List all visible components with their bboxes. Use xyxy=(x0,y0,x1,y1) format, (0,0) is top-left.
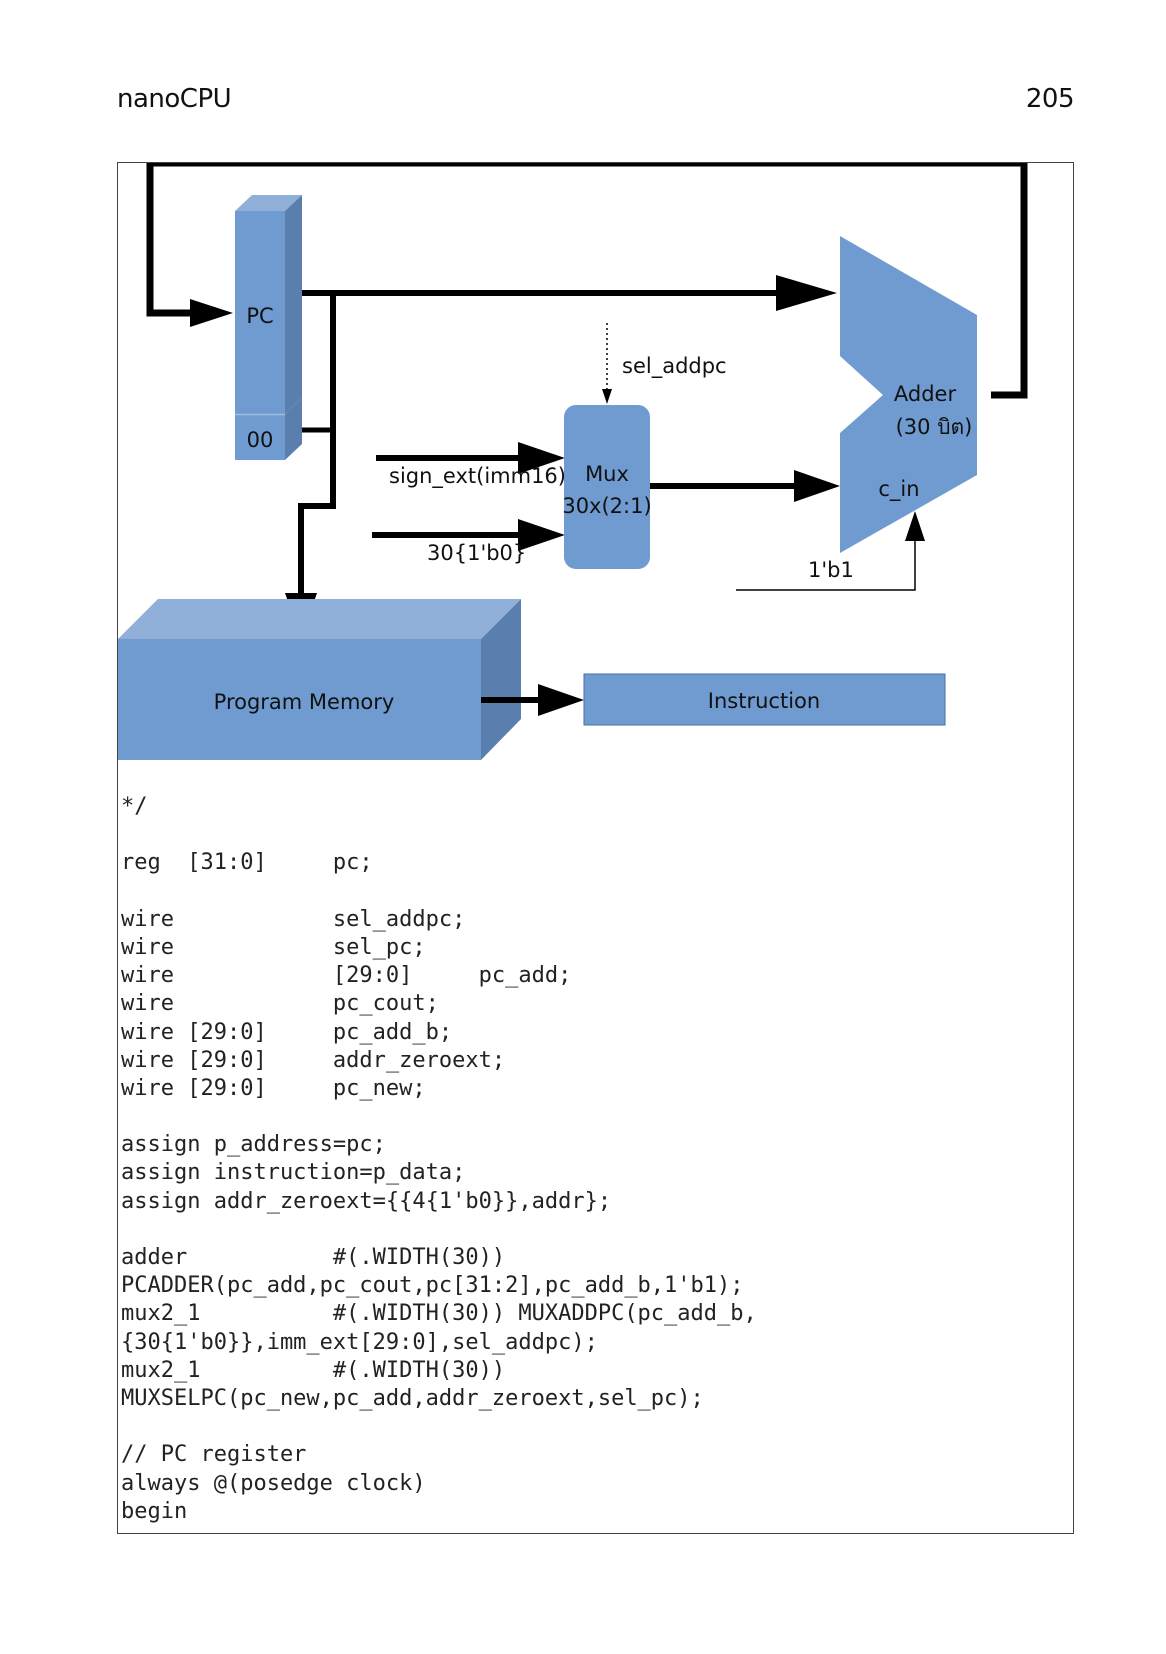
adder-width-label: (30 บิต) xyxy=(896,415,973,439)
code-line: wire [29:0] pc_add; xyxy=(121,963,572,989)
code-line: wire pc_cout; xyxy=(121,991,439,1017)
adder-a-arrowhead xyxy=(776,275,837,311)
page-number: 205 xyxy=(1025,84,1075,114)
pc-low-bits-label: 00 xyxy=(247,428,274,452)
code-line: adder #(.WIDTH(30)) xyxy=(121,1245,506,1270)
pc-register xyxy=(235,195,302,460)
code-line: wire [29:0] addr_zeroext; xyxy=(121,1047,506,1073)
zeros-input-label: 30{1'b0} xyxy=(427,541,526,565)
code-line: wire sel_addpc; xyxy=(121,906,466,932)
datapath-diagram: PC 00 sel_addpc sign_ext(imm16) 30{1'b0}… xyxy=(118,163,1028,760)
running-header-title: nanoCPU xyxy=(117,84,232,114)
verilog-code: */ reg [31:0] pc; wire sel_addpc;wire sel_… xyxy=(121,793,757,1526)
carry-in-label: 1'b1 xyxy=(808,558,854,582)
adder-label: Adder xyxy=(894,382,957,406)
sign-ext-label: sign_ext(imm16) xyxy=(389,464,566,489)
pc-label: PC xyxy=(246,304,273,328)
code-line: mux2_1 #(.WIDTH(30)) xyxy=(121,1357,506,1383)
code-line: // PC register xyxy=(121,1442,307,1468)
carry-in-arrowhead xyxy=(905,511,925,541)
code-line xyxy=(121,821,757,849)
instruction-label: Instruction xyxy=(708,689,820,713)
mux-size-label: 30x(2:1) xyxy=(562,494,651,518)
code-line xyxy=(121,1413,757,1441)
mux-label: Mux xyxy=(585,462,629,486)
code-line: {30{1'b0}},imm_ext[29:0],sel_addpc); xyxy=(121,1329,598,1355)
code-line: assign addr_zeroext={{4{1'b0}},addr}; xyxy=(121,1188,612,1214)
code-line: wire sel_pc; xyxy=(121,934,426,960)
sel-addpc-arrowhead xyxy=(602,389,612,404)
code-line xyxy=(121,1216,757,1244)
code-line: mux2_1 #(.WIDTH(30)) MUXADDPC(pc_add_b, xyxy=(121,1301,757,1327)
code-line: MUXSELPC(pc_new,pc_add,addr_zeroext,sel_… xyxy=(121,1385,704,1411)
code-line: wire [29:0] pc_new; xyxy=(121,1075,426,1101)
content-frame: PC 00 sel_addpc sign_ext(imm16) 30{1'b0}… xyxy=(117,162,1074,1534)
instruction-block xyxy=(583,673,946,726)
code-line: begin xyxy=(121,1498,188,1524)
sign-ext-arrowhead xyxy=(518,442,565,474)
code-line xyxy=(121,1103,757,1131)
pc-feedback-wire xyxy=(146,163,1028,399)
c-in-label: c_in xyxy=(878,477,919,502)
instruction-arrowhead xyxy=(538,684,584,716)
program-memory-block xyxy=(118,599,521,760)
program-memory-label: Program Memory xyxy=(214,690,395,714)
sel-addpc-label: sel_addpc xyxy=(622,354,727,379)
pc-to-memory-wire xyxy=(298,293,336,603)
code-line: */ xyxy=(121,794,148,819)
zeros-arrowhead xyxy=(518,519,565,551)
pc-input-arrowhead xyxy=(190,299,233,327)
code-line: wire [29:0] pc_add_b; xyxy=(121,1019,453,1045)
code-line: reg [31:0] pc; xyxy=(121,850,373,876)
adder-b-arrowhead xyxy=(794,470,840,502)
adder-block xyxy=(840,236,977,553)
mux-block xyxy=(564,405,650,569)
code-line: always @(posedge clock) xyxy=(121,1470,426,1496)
code-line xyxy=(121,878,757,906)
code-line: assign p_address=pc; xyxy=(121,1132,386,1158)
code-line: PCADDER(pc_add,pc_cout,pc[31:2],pc_add_b… xyxy=(121,1273,744,1299)
code-line: assign instruction=p_data; xyxy=(121,1160,466,1186)
carry-in-wire xyxy=(736,531,916,591)
